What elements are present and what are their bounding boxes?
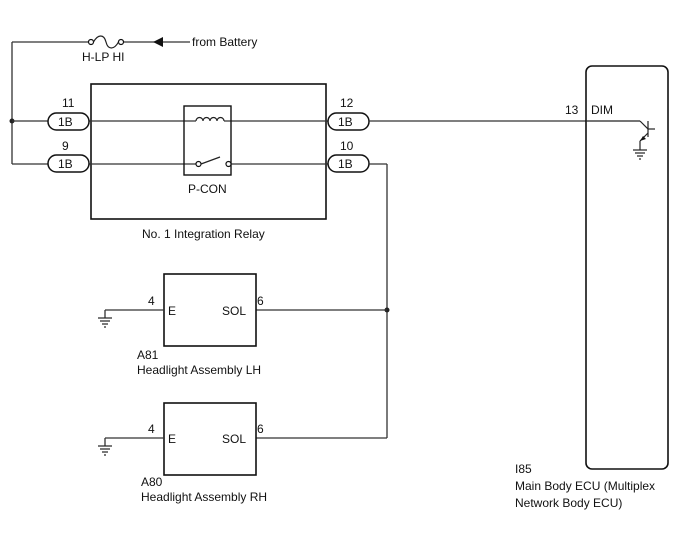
ecu-box: [585, 65, 669, 470]
relay-switch-label: P-CON: [188, 182, 227, 196]
headlight-rh-code: A80: [141, 475, 163, 489]
headlight-rh-pin-e-number: 4: [148, 422, 155, 436]
arrow-left-icon: [153, 37, 163, 47]
connector-pin12: 1B: [327, 112, 370, 131]
ecu-name-line1: Main Body ECU (Multiplex: [515, 479, 655, 493]
relay-title: No. 1 Integration Relay: [142, 227, 265, 241]
headlight-lh-box: [163, 273, 257, 347]
headlight-lh-pin-sol-name: SOL: [222, 304, 246, 318]
connector-pin9: 1B: [47, 154, 90, 173]
coil-icon: [195, 116, 225, 122]
ecu-name-line2: Network Body ECU): [515, 496, 622, 510]
connector-code: 1B: [338, 157, 353, 171]
relay-box: [90, 83, 327, 220]
headlight-lh-pin-e-number: 4: [148, 294, 155, 308]
headlight-lh-name: Headlight Assembly LH: [137, 363, 261, 377]
ecu-code: I85: [515, 462, 532, 476]
headlight-rh-pin-sol-number: 6: [257, 422, 264, 436]
transistor-icon: [586, 120, 655, 150]
battery-feed: from Battery H-LP HI: [9, 35, 257, 165]
connector-code: 1B: [58, 115, 73, 129]
connector-pin10: 1B: [327, 154, 370, 173]
pin-number-12: 12: [340, 96, 354, 110]
headlight-lh-pin-sol-number: 6: [257, 294, 264, 308]
headlight-lh-pin-e-name: E: [168, 304, 176, 318]
fuse-icon: [87, 35, 125, 49]
sol-bus: [256, 163, 390, 439]
pin-number-11: 11: [62, 96, 75, 110]
battery-label: from Battery: [192, 35, 257, 49]
headlight-rh-pin-sol-name: SOL: [222, 432, 246, 446]
connector-code: 1B: [58, 157, 73, 171]
switch-icon: [195, 156, 232, 168]
ground-icon: [633, 149, 647, 160]
ground-icon: [98, 445, 112, 456]
ground-icon: [98, 317, 112, 328]
ecu-pin-name: DIM: [591, 103, 613, 117]
connector-pin11: 1B: [47, 112, 90, 131]
connector-code: 1B: [338, 115, 353, 129]
headlight-rh-pin-e-name: E: [168, 432, 176, 446]
main-body-ecu: 13 DIM I85 Main Body ECU (Multiplex Netw…: [515, 65, 669, 510]
fuse-label: H-LP HI: [82, 50, 124, 64]
pin-number-9: 9: [62, 139, 69, 153]
pin-number-10: 10: [340, 139, 354, 153]
ecu-pin-number: 13: [565, 103, 579, 117]
headlight-assembly-lh: E SOL 4 6 A81 Headlight Assembly LH: [98, 273, 264, 377]
headlight-assembly-rh: E SOL 4 6 A80 Headlight Assembly RH: [98, 402, 267, 504]
headlight-lh-code: A81: [137, 348, 159, 362]
integration-relay: P-CON No. 1 Integration Relay 1B 11 1B 9…: [47, 83, 370, 241]
headlight-rh-name: Headlight Assembly RH: [141, 490, 267, 504]
relay-inner-box: [183, 105, 232, 176]
headlight-rh-box: [163, 402, 257, 476]
